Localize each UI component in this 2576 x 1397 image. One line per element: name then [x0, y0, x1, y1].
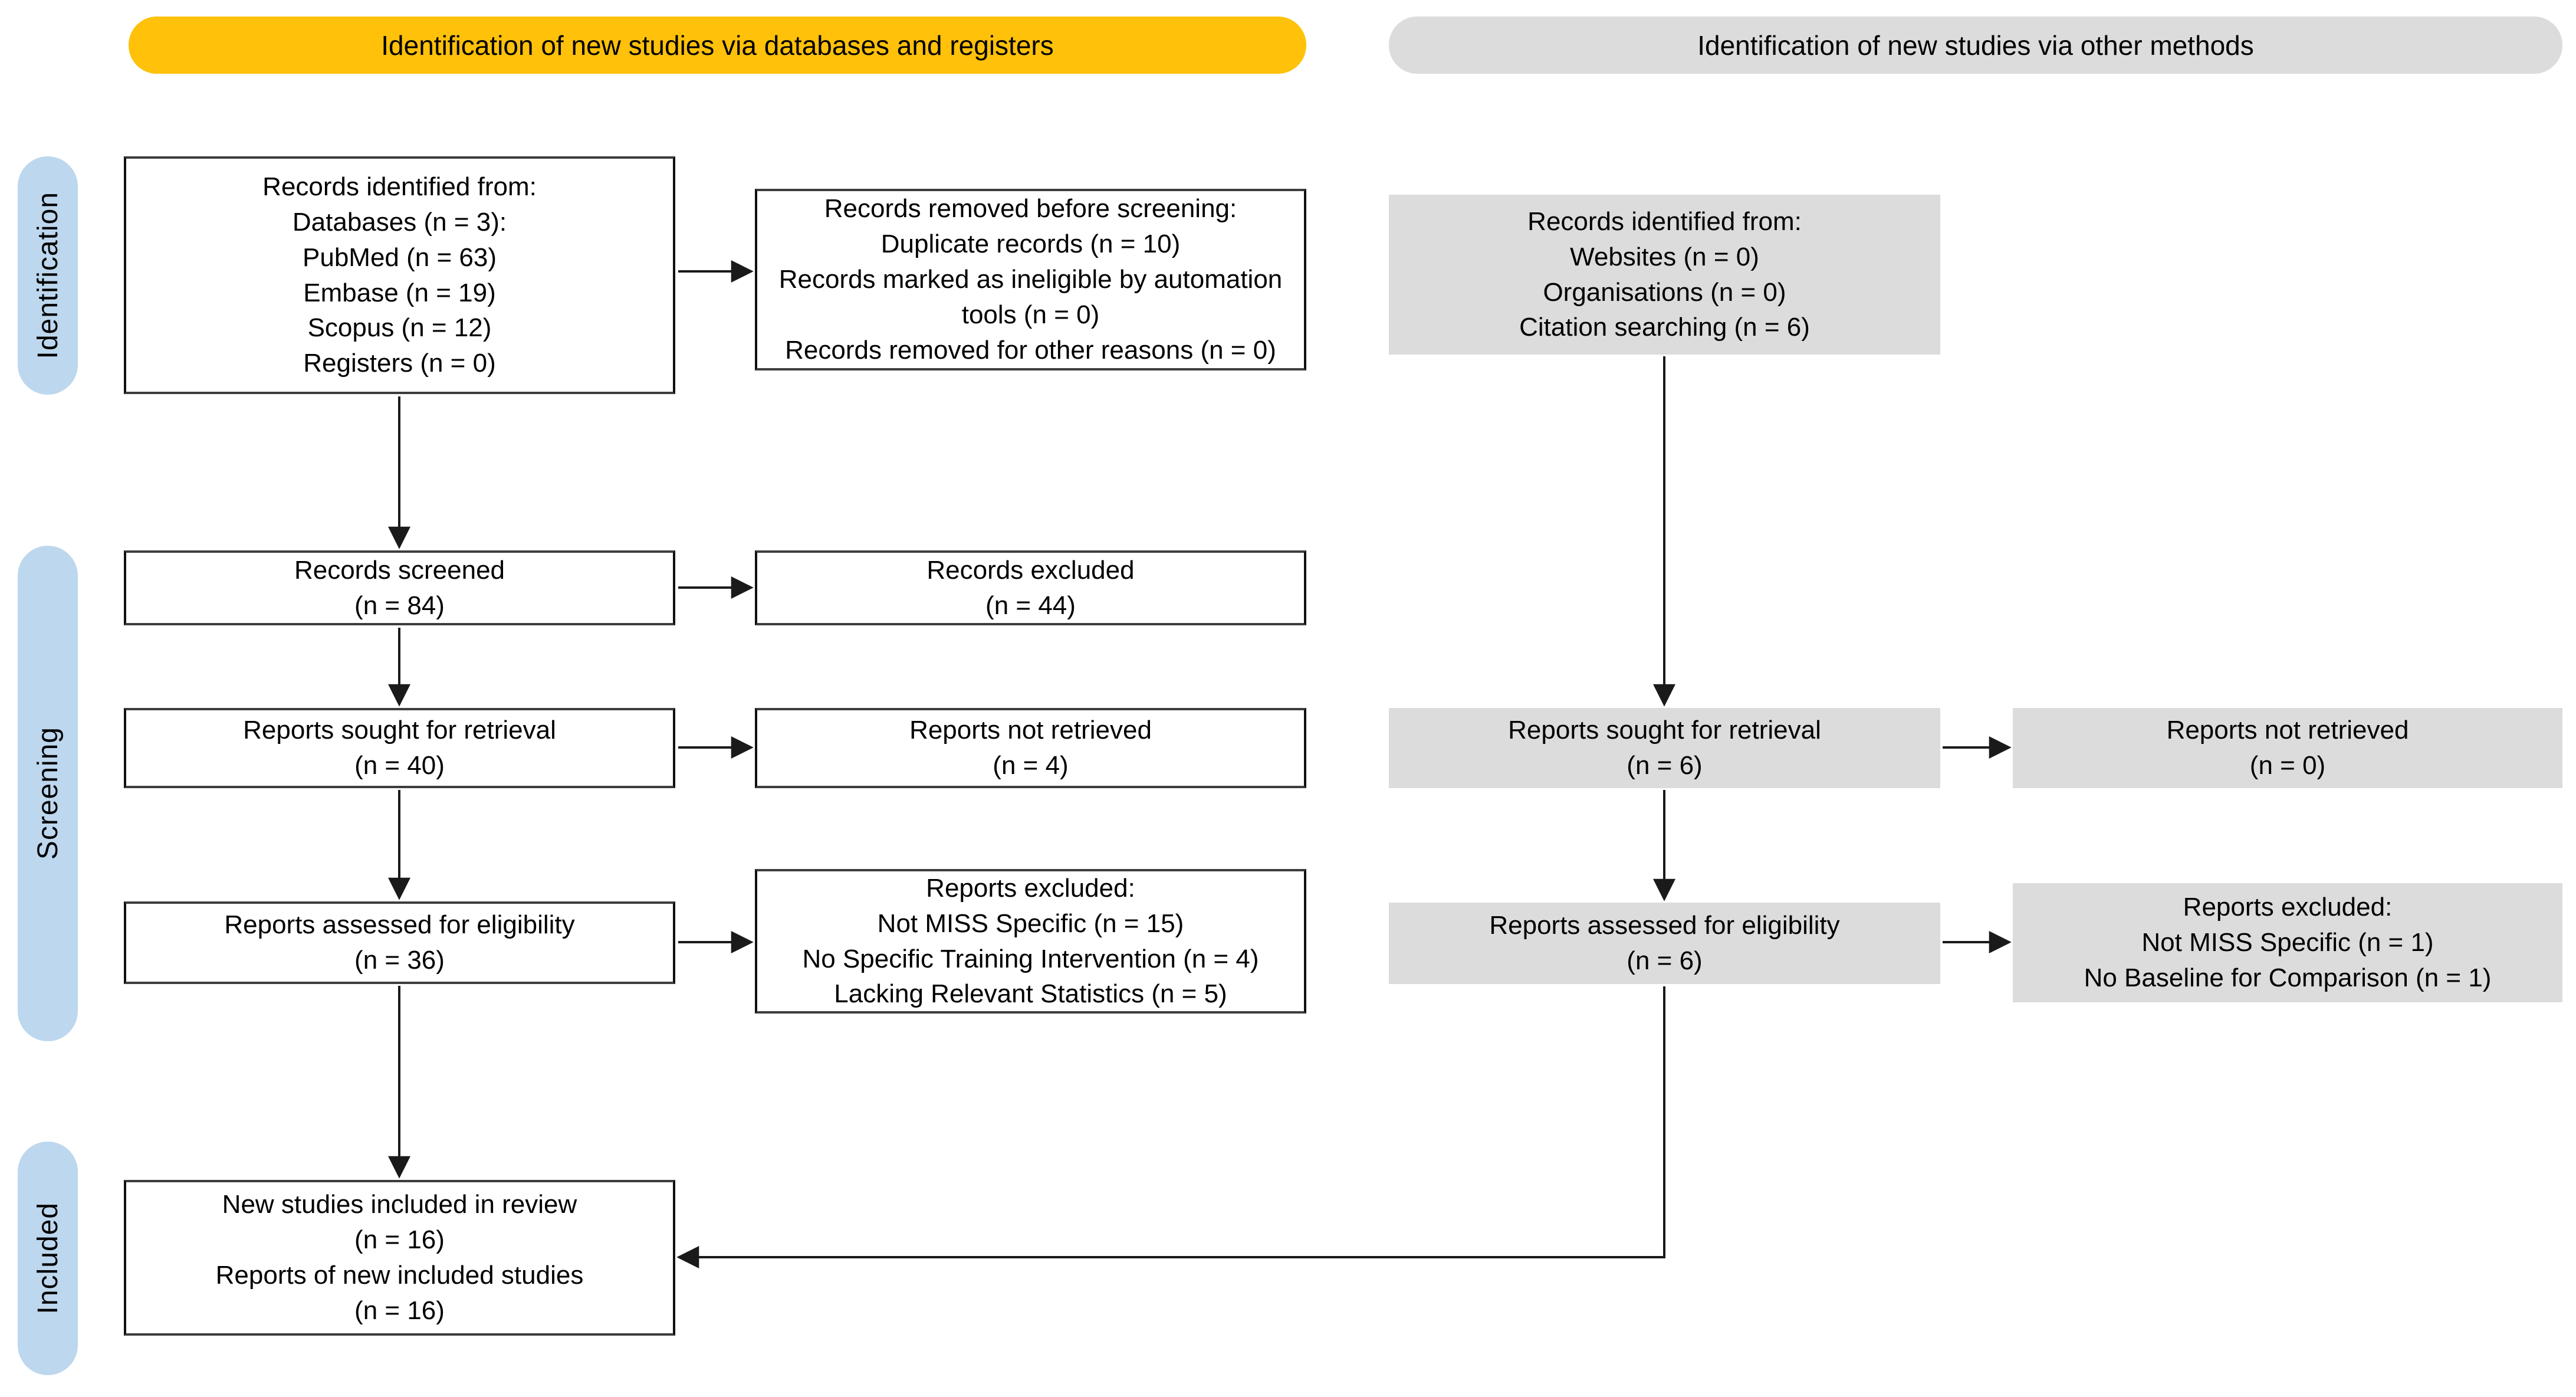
box-reports-assessed-other: Reports assessed for eligibility (n = 6) — [1389, 903, 1940, 984]
box-records-screened: Records screened (n = 84) — [124, 550, 675, 625]
box-records-identified-databases: Records identified from: Databases (n = … — [124, 156, 675, 394]
banner-databases-registers: Identification of new studies via databa… — [129, 17, 1306, 74]
stage-identification-label: Identification — [32, 192, 64, 359]
stage-identification: Identification — [18, 156, 78, 395]
box-reports-excluded-other: Reports excluded: Not MISS Specific (n =… — [2013, 883, 2562, 1002]
stage-screening: Screening — [18, 546, 78, 1041]
box-reports-not-retrieved-other: Reports not retrieved (n = 0) — [2013, 708, 2562, 788]
box-reports-sought-databases: Reports sought for retrieval (n = 40) — [124, 708, 675, 788]
arrow-other-assessed-to-included — [676, 986, 1665, 1268]
stage-screening-label: Screening — [32, 727, 64, 860]
box-reports-sought-other: Reports sought for retrieval (n = 6) — [1389, 708, 1940, 788]
box-reports-excluded-databases: Reports excluded: Not MISS Specific (n =… — [755, 869, 1306, 1014]
box-reports-not-retrieved-databases: Reports not retrieved (n = 4) — [755, 708, 1306, 788]
box-new-studies-included: New studies included in review (n = 16) … — [124, 1180, 675, 1336]
banner-databases-registers-label: Identification of new studies via databa… — [381, 29, 1054, 61]
banner-other-methods-label: Identification of new studies via other … — [1697, 29, 2254, 61]
stage-included: Included — [18, 1142, 78, 1375]
box-records-removed-before-screening: Records removed before screening: Duplic… — [755, 189, 1306, 370]
stage-included-label: Included — [32, 1202, 64, 1314]
banner-other-methods: Identification of new studies via other … — [1389, 17, 2562, 74]
box-reports-assessed-databases: Reports assessed for eligibility (n = 36… — [124, 901, 675, 984]
box-records-identified-other-methods: Records identified from: Websites (n = 0… — [1389, 195, 1940, 355]
box-records-excluded: Records excluded (n = 44) — [755, 550, 1306, 625]
